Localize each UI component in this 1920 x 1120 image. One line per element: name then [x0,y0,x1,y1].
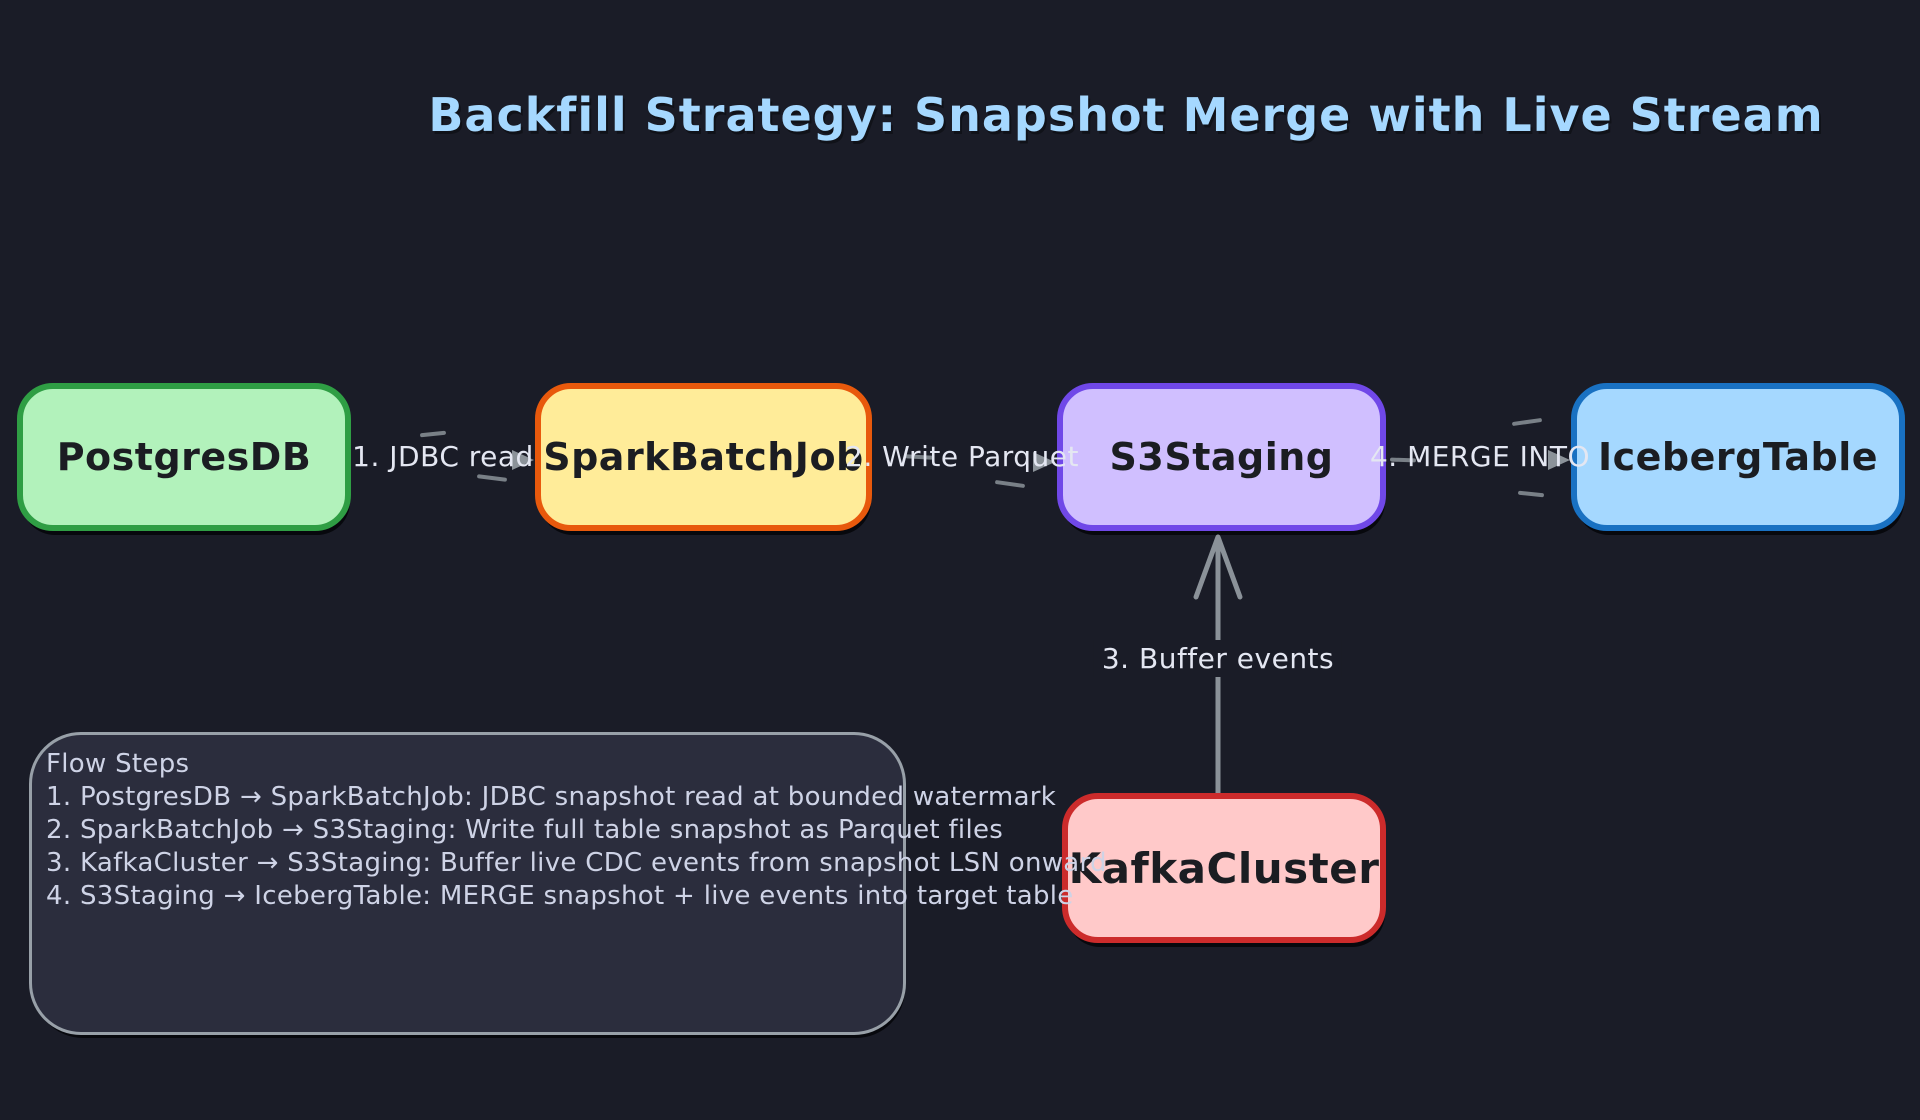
flow-step-2: 2. SparkBatchJob → S3Staging: Write full… [46,815,1004,845]
edge-write-parquet-stroke [994,479,1026,489]
edge-merge-into-stroke [1511,417,1543,427]
edge-jdbc-read-stroke [419,430,447,438]
diagram-title[interactable]: Backfill Strategy: Snapshot Merge with L… [428,88,1824,142]
edge-merge-into-arrowhead[interactable] [1548,450,1570,470]
flow-steps-heading: Flow Steps [46,749,190,779]
node-kafkacluster[interactable]: KafkaCluster [1062,793,1386,943]
edge-write-parquet-label[interactable]: 2. Write Parquet [845,440,1079,473]
node-sparkbatchjob-label: SparkBatchJob [543,435,864,479]
node-postgresdb-label: PostgresDB [56,435,312,479]
edge-buffer-events-label[interactable]: 3. Buffer events [1093,640,1343,677]
node-s3staging-label: S3Staging [1109,435,1334,479]
node-icebergtable-label: IcebergTable [1597,435,1878,479]
node-kafkacluster-label: KafkaCluster [1068,843,1380,893]
flow-step-4: 4. S3Staging → IcebergTable: MERGE snaps… [46,881,1074,911]
edge-jdbc-read-arrowhead[interactable] [512,450,534,470]
edge-jdbc-read-stroke [476,474,508,482]
edge-jdbc-read-label[interactable]: 1. JDBC read [352,440,534,473]
edge-merge-into-stroke [1517,490,1545,498]
node-s3staging[interactable]: S3Staging [1057,383,1386,531]
flow-steps-box[interactable] [29,732,906,1035]
node-icebergtable[interactable]: IcebergTable [1571,383,1905,531]
flow-steps-text[interactable]: Flow Steps 1. PostgresDB → SparkBatchJob… [46,748,1107,913]
flow-step-1: 1. PostgresDB → SparkBatchJob: JDBC snap… [46,782,1057,812]
node-sparkbatchjob[interactable]: SparkBatchJob [535,383,872,531]
edge-merge-into-label[interactable]: 4. MERGE INTO [1369,440,1591,473]
node-postgresdb[interactable]: PostgresDB [17,383,351,531]
edge-write-parquet-arrowhead[interactable] [1033,452,1055,472]
flow-step-3: 3. KafkaCluster → S3Staging: Buffer live… [46,848,1107,878]
